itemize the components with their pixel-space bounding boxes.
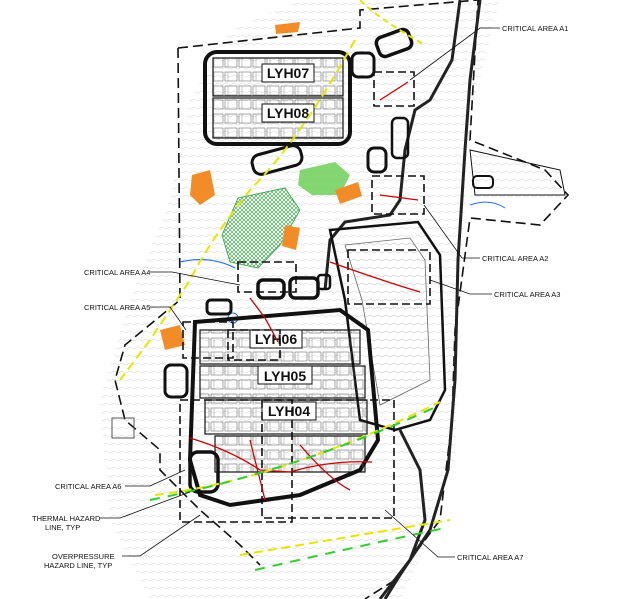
- thermal-hazard-line-far: [239, 519, 451, 556]
- critical-area-box-a5: [182, 321, 234, 359]
- central-pads: [205, 273, 332, 316]
- callout-a6: CRITICAL AREA A6: [55, 482, 121, 491]
- callout-a4: CRITICAL AREA A4: [84, 268, 150, 277]
- stream-east: [469, 201, 506, 209]
- thermal-hazard-line-ne: [359, 0, 426, 46]
- green-area: [298, 162, 350, 195]
- building-label-lyh08: LYH08: [267, 105, 310, 121]
- stream-west: [179, 258, 236, 269]
- critical-area-boxes: [179, 71, 431, 523]
- site-boundary: [114, 0, 570, 599]
- orange-grading-mid: [335, 182, 362, 204]
- access-road-north: [323, 0, 462, 291]
- orange-grading-sw: [160, 325, 185, 350]
- building-label-lyh04: LYH04: [268, 403, 311, 419]
- thermal-hazard-line-north: [119, 39, 356, 381]
- critical-area-box-a4: [237, 261, 297, 293]
- callout-overpressure-line1: OVERPRESSURE: [52, 552, 115, 561]
- orange-grading-west: [190, 170, 215, 205]
- callout-a5: CRITICAL AREA A5: [84, 303, 150, 312]
- critical-paths: [189, 81, 421, 501]
- overpressure-hazard-line: [149, 404, 441, 501]
- building-group-south: [111, 307, 381, 508]
- service-road-south: [378, 429, 427, 599]
- building-label-lyh05: LYH05: [264, 368, 307, 384]
- substation-pads-north: [250, 27, 414, 176]
- hazard-lines: [119, 0, 451, 571]
- orange-grading-central: [282, 225, 300, 250]
- callout-thermal-line1: THERMAL HAZARD: [32, 514, 101, 523]
- critical-area-box-a6: [179, 399, 293, 523]
- critical-area-box-a2: [371, 175, 425, 215]
- building-group-north: [203, 50, 352, 146]
- callout-a7: CRITICAL AREA A7: [457, 553, 523, 562]
- callout-overpressure-line2: HAZARD LINE, TYP: [44, 561, 112, 570]
- orange-grading-north: [275, 22, 300, 34]
- building-label-lyh07: LYH07: [267, 65, 310, 81]
- callout-a2: CRITICAL AREA A2: [482, 254, 548, 263]
- thermal-hazard-line-south: [154, 401, 441, 496]
- callout-a3: CRITICAL AREA A3: [494, 290, 560, 299]
- callout-thermal-line2: LINE, TYP: [45, 523, 80, 532]
- critical-area-box-a7: [261, 399, 395, 519]
- overpressure-hazard-line-far: [254, 527, 446, 571]
- hatched-vegetation-area: [221, 187, 301, 269]
- critical-area-box-a5b: [227, 329, 281, 361]
- critical-area-box-a3: [347, 249, 431, 305]
- east-pad: [472, 175, 494, 189]
- callout-leaders: [100, 27, 500, 558]
- callout-a1: CRITICAL AREA A1: [502, 24, 568, 33]
- critical-area-box-a1: [373, 71, 415, 107]
